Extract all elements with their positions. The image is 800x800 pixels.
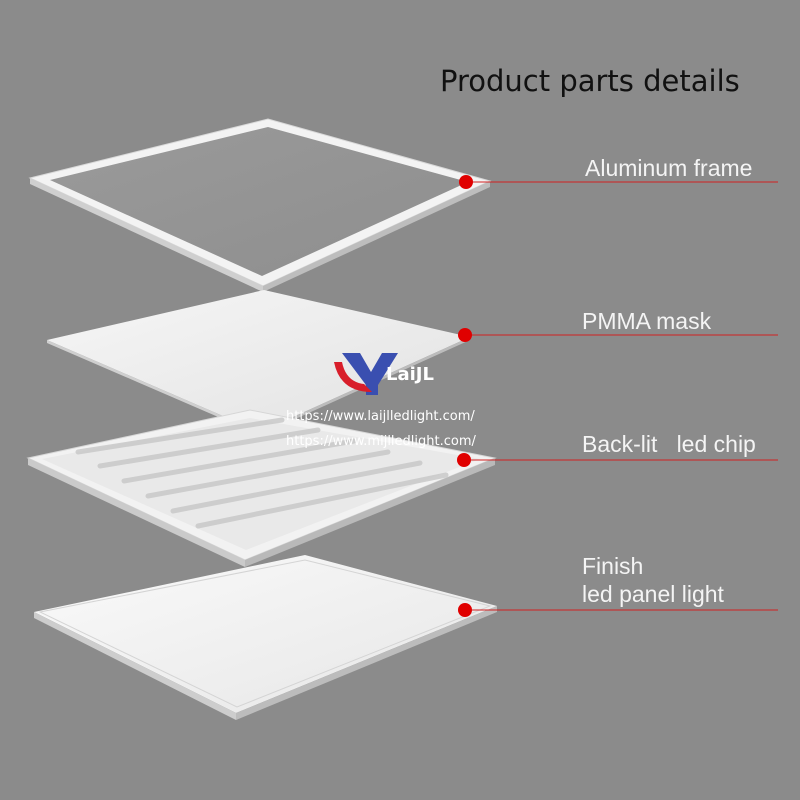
marker-pmma-mask [458, 328, 472, 342]
label-finish-panel-light: led panel light [582, 581, 724, 607]
finish-panel-layer [34, 555, 497, 720]
leader-lines [464, 181, 778, 611]
watermark-url-2: https://www.mijlledlight.com/ [286, 434, 476, 449]
label-pmma-mask: PMMA mask [582, 308, 712, 334]
marker-aluminum-frame [459, 175, 473, 189]
watermark-url-1: https://www.laijlledlight.com/ [286, 409, 475, 424]
markers [457, 175, 473, 617]
label-finish: Finish [582, 553, 644, 579]
page-title: Product parts details [440, 64, 740, 98]
backlit-led-chip-layer [26, 409, 497, 567]
watermark-brand-name: LaiJL [386, 364, 434, 385]
label-aluminum-frame: Aluminum frame [585, 155, 753, 181]
yl-logo-icon [334, 353, 398, 395]
aluminum-frame-layer [28, 118, 492, 292]
marker-finish [458, 603, 472, 617]
label-backlit-led-chip: Back-lit led chip [582, 431, 756, 457]
marker-led-chip [457, 453, 471, 467]
